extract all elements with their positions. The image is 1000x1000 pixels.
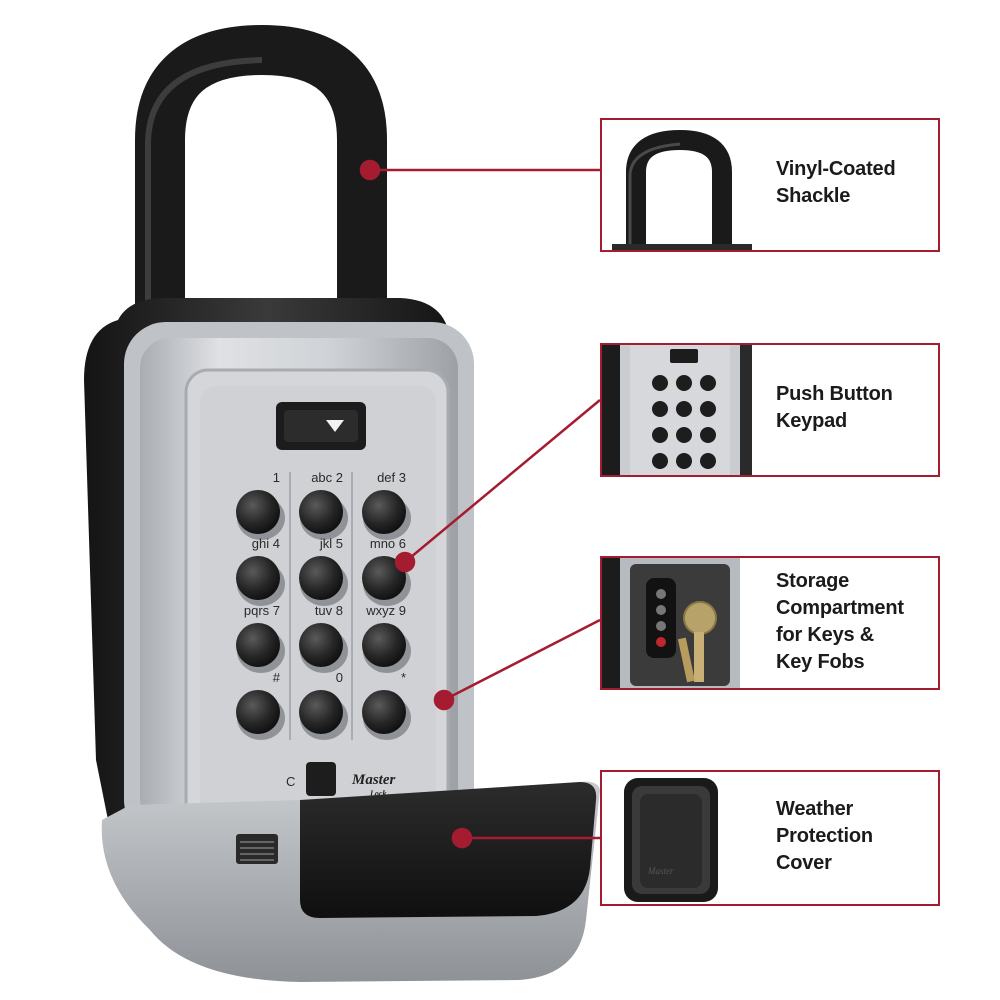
- callout-keypad: Push Button Keypad: [600, 343, 940, 477]
- keypad-button-7[interactable]: pqrs 7: [236, 603, 285, 673]
- keypad-button-2[interactable]: abc 2: [299, 470, 348, 540]
- keypad-button-label: wxyz 9: [365, 603, 406, 618]
- brand-name: Master: [351, 772, 396, 788]
- keypad-button-hash[interactable]: #: [236, 670, 285, 740]
- keypad-button-label: pqrs 7: [244, 603, 280, 618]
- keypad-button-4[interactable]: ghi 4: [236, 536, 285, 606]
- thumb-key: [676, 375, 692, 391]
- keypad-button-label: jkl 5: [319, 536, 343, 551]
- keypad-button-label: 1: [273, 470, 280, 485]
- clear-button: [306, 762, 336, 796]
- keypad-button-label: def 3: [377, 470, 406, 485]
- callout-cover-label: Weather Protection Cover: [776, 798, 873, 874]
- keypad-button-3[interactable]: def 3: [362, 470, 411, 540]
- keypad-button-label: mno 6: [370, 536, 406, 551]
- thumb-key: [700, 401, 716, 417]
- thumb-key: [652, 427, 668, 443]
- callout-keypad-label: Push Button Keypad: [776, 383, 893, 432]
- thumb-key: [700, 453, 716, 469]
- callout-cover: Master Weather Protection Cover: [600, 770, 940, 906]
- keypad-button-1[interactable]: 1: [236, 470, 285, 540]
- keypad-button-label: 0: [336, 670, 343, 685]
- thumb-key: [700, 427, 716, 443]
- thumb-key: [676, 453, 692, 469]
- callout-storage-label: Storage Compartment for Keys & Key Fobs: [776, 570, 904, 673]
- keypad: 1 abc 2 def 3 ghi 4 jkl 5 mno 6 pqrs 7 tuv 8 wxy…: [236, 470, 411, 740]
- keypad-button-label: #: [273, 670, 281, 685]
- keypad-button-5[interactable]: jkl 5: [299, 536, 348, 606]
- thumb-key: [652, 401, 668, 417]
- callout-shackle-label: Vinyl-Coated Shackle: [776, 158, 896, 207]
- keypad-icon: [602, 345, 752, 475]
- keypad-button-label: abc 2: [311, 470, 343, 485]
- brand-subname: Lock: [369, 789, 386, 798]
- thumb-key: [676, 427, 692, 443]
- thumb-key: [652, 375, 668, 391]
- cover-icon: Master: [602, 772, 752, 904]
- keypad-button-0[interactable]: 0: [299, 670, 348, 740]
- svg-text:Master: Master: [647, 866, 674, 876]
- shackle-icon: [602, 120, 752, 250]
- keypad-button-8[interactable]: tuv 8: [299, 603, 348, 673]
- callout-shackle: Vinyl-Coated Shackle: [600, 118, 940, 252]
- keypad-button-label: ghi 4: [252, 536, 280, 551]
- thumb-key: [652, 453, 668, 469]
- keypad-button-star[interactable]: *: [362, 670, 411, 740]
- clear-label: C: [286, 774, 295, 789]
- thumb-key: [700, 375, 716, 391]
- keypad-button-label: *: [401, 670, 406, 685]
- key-compartment-icon: [602, 558, 752, 688]
- keypad-button-9[interactable]: wxyz 9: [362, 603, 411, 673]
- shackle: [135, 24, 387, 345]
- thumb-key: [676, 401, 692, 417]
- callout-storage: Storage Compartment for Keys & Key Fobs: [600, 556, 940, 690]
- keypad-button-label: tuv 8: [315, 603, 343, 618]
- keypad-button-6[interactable]: mno 6: [362, 536, 411, 606]
